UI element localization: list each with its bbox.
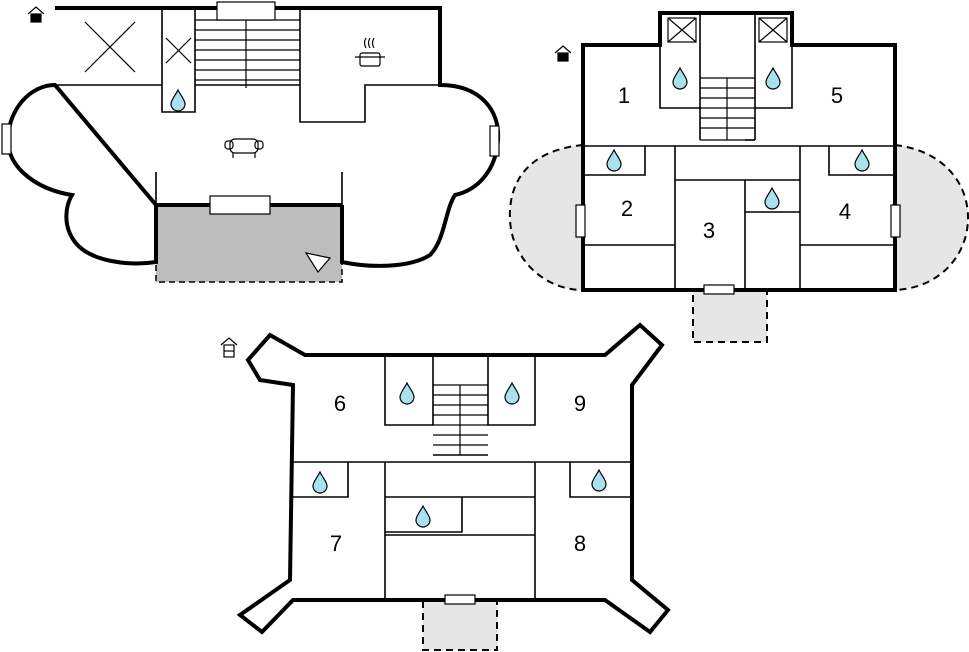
bedroom-marker-icon [554,45,572,62]
stairs-icon [195,8,300,88]
room-label: 8 [574,531,586,556]
plan-ground-floor [1,1,501,283]
bathroom-drop-icon [170,89,186,112]
terrace [156,205,342,282]
plan-second-floor: 6 7 8 9 [220,322,671,651]
first-outer-wall [581,11,897,292]
kitchen-pot-icon [355,37,385,67]
room-label: 2 [621,196,633,221]
stairs-icon [433,384,488,455]
plan-first-floor: 1 2 3 4 5 [508,11,969,343]
room-label: 6 [334,391,346,416]
floor-marker-icon [27,6,45,23]
floor-marker-icon [220,337,238,358]
stairs-icon [700,77,755,141]
room-label: 7 [330,531,342,556]
room-label: 1 [618,83,630,108]
view-direction-icon [304,252,332,274]
living-sofa-icon [224,138,264,158]
room-label: 9 [574,391,586,416]
void-cross-icon [667,17,788,43]
room-label: 5 [831,83,843,108]
void-cross-icon [84,21,192,73]
room-label: 4 [839,199,851,224]
room-label: 3 [703,218,715,243]
ground-outer-wall [5,6,501,268]
